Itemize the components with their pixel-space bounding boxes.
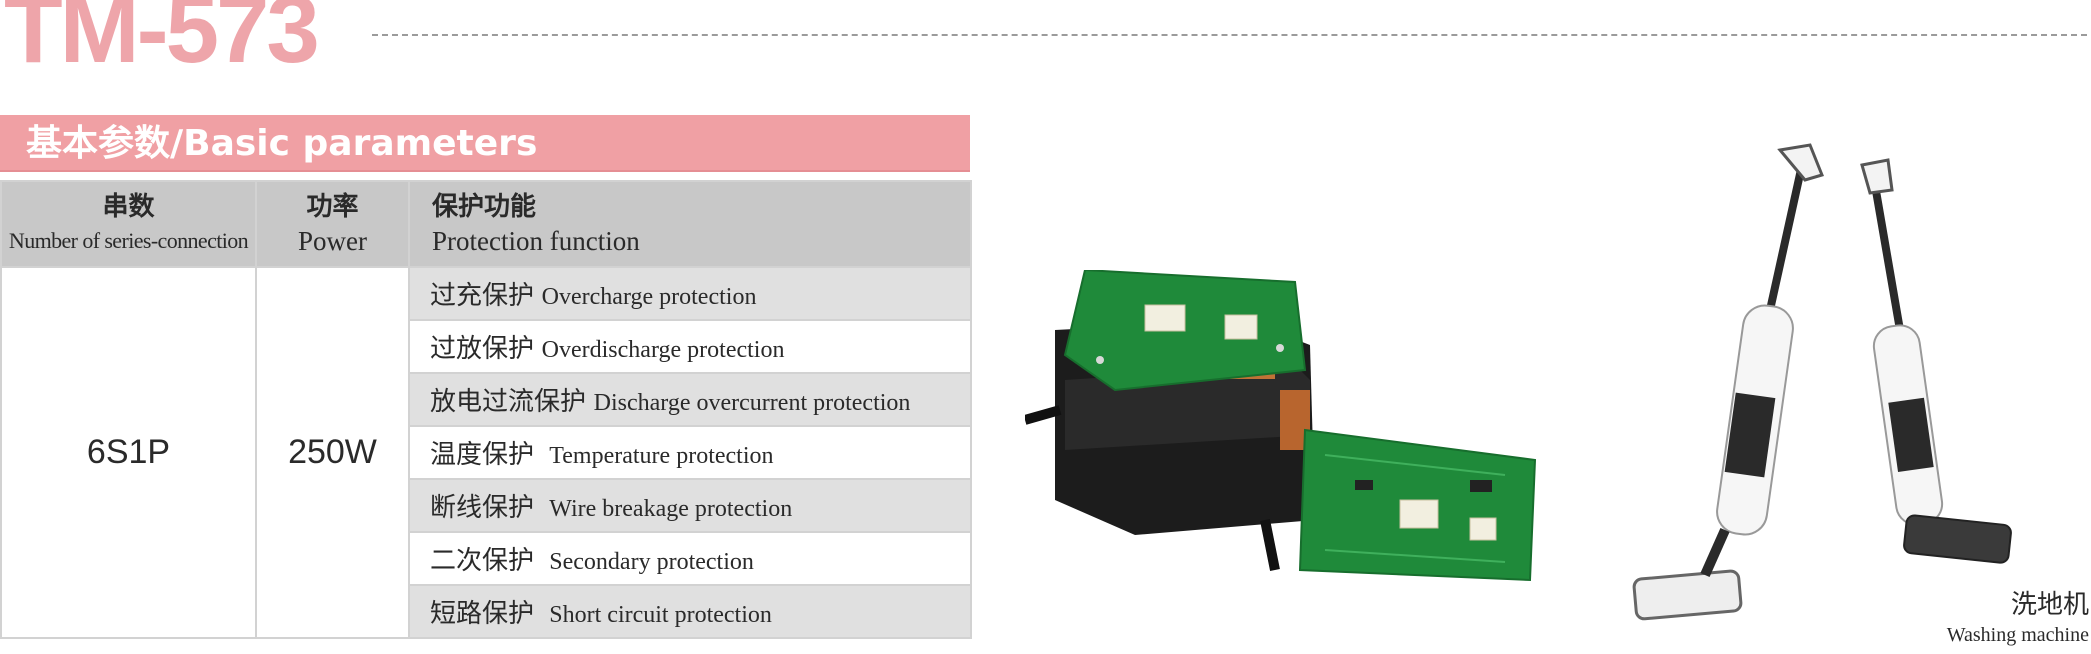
protection-cn: 温度保护: [430, 440, 535, 470]
application-cn: 洗地机: [2010, 590, 2089, 620]
protection-en: Discharge overcurrent protection: [593, 390, 911, 416]
protection-item: 短路保护 Short circuit protection: [408, 584, 972, 639]
protection-cn: 过放保护: [430, 334, 535, 364]
header-series-en: Number of series-connection: [8, 228, 249, 253]
protection-item: 过充保护 Overcharge protection: [408, 266, 972, 321]
table-row: 断线保护 Wire breakage protection: [1, 478, 972, 533]
table-row: 放电过流保护 Discharge overcurrent protection: [1, 372, 972, 427]
table-row: 过放保护 Overdischarge protection: [1, 319, 972, 374]
washing-machine-image: [1632, 143, 2012, 621]
protection-cn: 过充保护: [430, 281, 535, 311]
table-header-row: 串数 Number of series-connection 功率 Power …: [0, 180, 972, 268]
protection-en: Overcharge protection: [541, 284, 757, 310]
application-en: Washing machine: [1946, 624, 2089, 646]
header-series: 串数 Number of series-connection: [0, 180, 257, 268]
table-row: 温度保护 Temperature protection: [1, 425, 972, 480]
header-protection: 保护功能 Protection function: [408, 180, 972, 268]
model-title: TM-573: [4, 0, 320, 83]
protection-cn: 放电过流保护: [430, 387, 587, 417]
protection-item: 二次保护 Secondary protection: [408, 531, 972, 586]
header-protection-en: Protection function: [432, 226, 640, 256]
application-caption: 洗地机 Washing machine: [1947, 588, 2089, 648]
header-power-en: Power: [298, 226, 367, 256]
protection-cn: 断线保护: [430, 493, 535, 523]
parameters-table: 串数 Number of series-connection 功率 Power …: [0, 180, 972, 639]
table-row: 短路保护 Short circuit protection: [1, 584, 972, 639]
battery-pack-image: [1025, 270, 1537, 582]
title-divider: [372, 34, 2087, 36]
table-row: 6S1P 250W 过充保护 Overcharge protection: [0, 266, 972, 639]
header-series-cn: 串数: [102, 192, 155, 222]
protection-item: 温度保护 Temperature protection: [408, 425, 972, 480]
washer-left: [1632, 143, 1825, 621]
series-value: 6S1P: [0, 266, 257, 639]
protection-en: Temperature protection: [549, 443, 774, 469]
battery-pack: [1025, 270, 1315, 571]
pcb-board: [1298, 428, 1537, 582]
protection-item: 过放保护 Overdischarge protection: [408, 319, 972, 374]
protection-en: Secondary protection: [549, 549, 754, 575]
power-value: 250W: [255, 266, 410, 639]
header-protection-cn: 保护功能: [432, 192, 537, 222]
table-row: 二次保护 Secondary protection: [1, 531, 972, 586]
protection-en: Wire breakage protection: [549, 496, 793, 522]
washer-right: [1860, 158, 2012, 564]
section-header: 基本参数/Basic parameters: [0, 115, 970, 172]
protection-cn: 二次保护: [430, 546, 535, 576]
header-power: 功率 Power: [255, 180, 410, 268]
protection-cn: 短路保护: [430, 599, 535, 629]
protection-item: 放电过流保护 Discharge overcurrent protection: [408, 372, 972, 427]
header-power-cn: 功率: [306, 192, 359, 222]
protection-item: 断线保护 Wire breakage protection: [408, 478, 972, 533]
protection-en: Short circuit protection: [549, 602, 772, 628]
protection-en: Overdischarge protection: [541, 337, 785, 363]
